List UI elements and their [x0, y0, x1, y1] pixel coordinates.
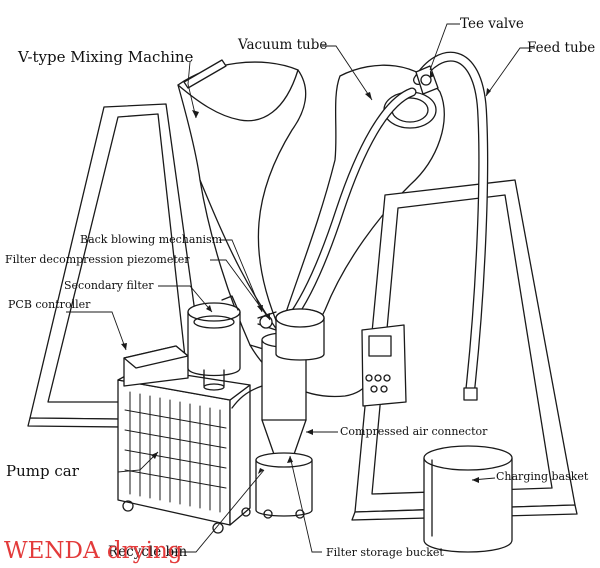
main-filter-cyclone — [257, 308, 325, 461]
label-pump-car: Pump car — [6, 462, 79, 480]
v-type-mixer-barrel — [177, 59, 445, 398]
charging-basket — [423, 445, 513, 553]
secondary-filter — [187, 295, 241, 391]
leader-arrowheads — [121, 70, 491, 483]
label-secondary-filter: Secondary filter — [64, 279, 154, 292]
control-panel — [361, 324, 407, 407]
label-v-type-mixing-machine: V-type Mixing Machine — [18, 48, 194, 66]
label-recycle-bin: Recycle bin — [108, 544, 188, 560]
leader-lines — [66, 23, 535, 553]
vacuum-tube — [285, 87, 417, 325]
feed-tube — [413, 51, 489, 401]
label-filter-storage-bucket: Filter storage bucket — [326, 546, 444, 559]
tee-valve — [415, 65, 439, 95]
recycle-bin — [255, 452, 313, 519]
label-compressed-air-connector: Compressed air connector — [340, 425, 488, 438]
label-filter-decompression-piezometer: Filter decompression piezometer — [5, 253, 190, 266]
label-tee-valve: Tee valve — [460, 16, 524, 32]
pump-car — [117, 367, 251, 534]
label-charging-basket: Charging basket — [496, 470, 589, 483]
label-pcb-controller: PCB controller — [8, 298, 91, 311]
filter-connecting-hose — [231, 385, 263, 409]
label-back-blowing-mechanism: Back blowing mechanism — [80, 233, 223, 246]
watermark-text: WENDA drying — [4, 538, 183, 564]
label-vacuum-tube: Vacuum tube — [238, 37, 328, 53]
label-feed-tube: Feed tube — [527, 40, 596, 56]
